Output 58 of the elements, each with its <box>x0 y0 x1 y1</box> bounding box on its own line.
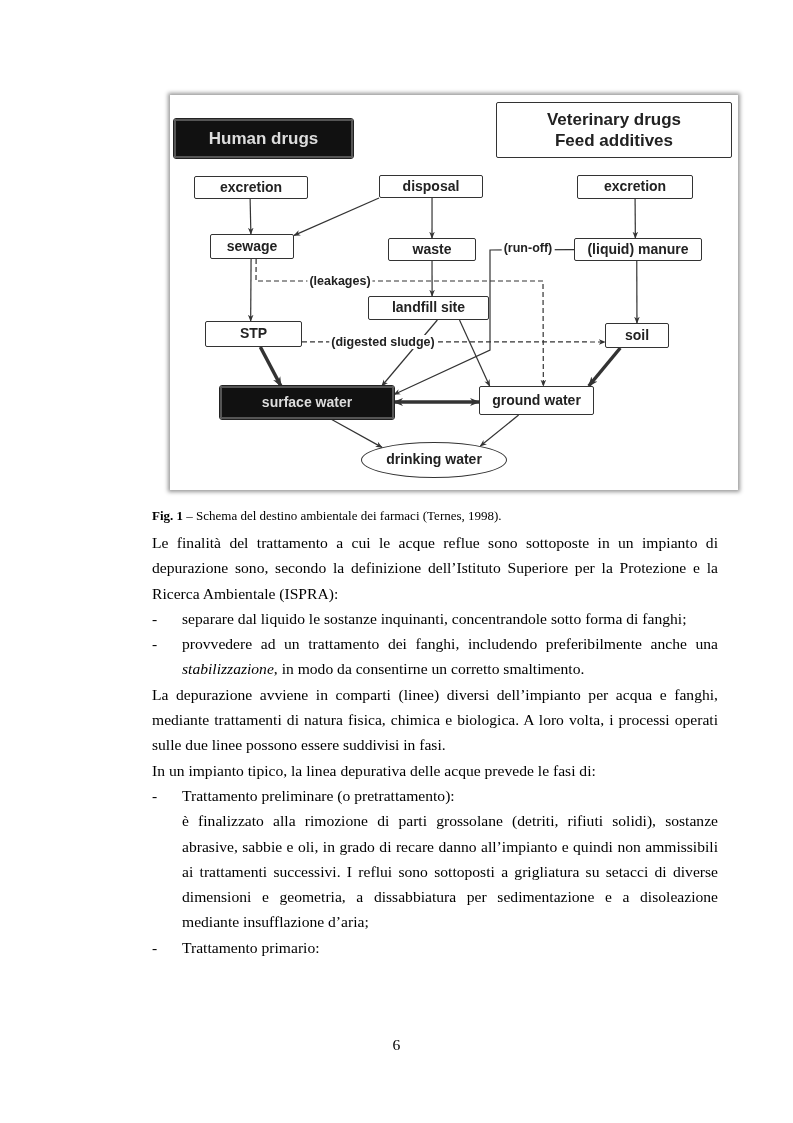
arrow <box>429 197 435 239</box>
list-bullet: - <box>152 634 159 655</box>
node-label: Veterinary drugs <box>546 108 682 130</box>
flow-box <box>210 234 294 259</box>
arrow <box>587 346 622 388</box>
arrow <box>330 418 383 448</box>
flow-box <box>379 175 483 198</box>
paragraph: Le finalità del trattamento a cui le acque reflue sono sottoposte in un impianto di depurazione sono, secondo la definizione dell’Istituto Superiore per la Protezione e la Ricerca Ambientale (ISPRA): <box>152 533 718 604</box>
figure-caption: Fig. 1 – Schema del destino ambientale dei farmaci (Ternes, 1998). <box>152 508 502 524</box>
node-label: excretion <box>603 178 667 196</box>
list-item: separare dal liquido le sostanze inquinanti, concentrandole sotto forma di fanghi; <box>182 608 688 629</box>
node-label: ground water <box>492 391 581 410</box>
list-item: Trattamento preliminare (o pretrattamento): <box>182 785 456 806</box>
flow-box <box>388 238 476 261</box>
arrow <box>247 198 254 235</box>
arrow <box>479 414 520 447</box>
node-label: waste <box>412 240 452 259</box>
node-label: excretion <box>219 178 283 197</box>
arrow <box>429 260 435 297</box>
list-bullet: - <box>152 937 159 958</box>
flow-box <box>220 386 394 419</box>
paragraph: è finalizzato alla rimozione di parti grossolane (detriti, rifiuti solidi), sostanze abrasive, sabbie e oli, in grado di recare danno all’impianto e quindi non ammissibili ai trattamenti successivi. I reflui sono sottoposti a grigliatura su setacci di diverse dimensioni e geometria, a dissabbiatura per sedimentazione e a disoleazione mediante insufflazione d’aria; <box>181 811 718 933</box>
node-label: drinking water <box>386 451 482 469</box>
list-item: provvedere ad un trattamento dei fanghi, includendo preferibilmente anche una stabilizzazione, in modo da consentirne un corretto smaltimento. <box>182 634 718 680</box>
node-label: landfill site <box>391 299 466 317</box>
flow-box <box>205 321 302 347</box>
paragraph: La depurazione avviene in comparti (linee) diversi dell’impianto per acqua e fanghi, mediante trattamenti di natura fisica, chimica e biologica. A loro volta, i processi operati sulle due linee possono essere suddivisi in fasi. <box>152 684 718 756</box>
flow-box <box>605 323 669 348</box>
node-label: Human drugs <box>208 127 319 150</box>
list-bullet: - <box>152 785 159 806</box>
list-bullet: - <box>152 608 159 629</box>
node-label: sewage <box>226 237 278 256</box>
category-box <box>496 102 732 158</box>
category-box <box>174 119 353 158</box>
flow-box <box>194 176 308 199</box>
arrow <box>393 397 480 406</box>
edge-label: (leakages) <box>307 274 373 288</box>
node-label: surface water <box>261 393 353 412</box>
arrow <box>258 346 283 387</box>
arrow <box>634 260 640 324</box>
arrow <box>632 198 639 239</box>
arrow <box>293 197 380 236</box>
node-label: disposal <box>402 177 460 196</box>
page-number: 6 <box>391 1036 402 1054</box>
edge-label: (digested sludge) <box>329 335 437 349</box>
node-label: Feed additives <box>554 130 674 152</box>
node-label: STP <box>239 325 268 343</box>
flow-box <box>574 238 702 261</box>
edge-label: (run-off) <box>501 241 555 255</box>
arrow <box>247 258 254 322</box>
node-label: soil <box>624 326 650 345</box>
flow-box <box>577 175 693 199</box>
list-item: Trattamento primario: <box>182 937 321 958</box>
flow-box <box>368 296 489 320</box>
node-label: (liquid) manure <box>587 240 689 259</box>
arrow <box>458 319 491 387</box>
flow-box <box>479 386 594 415</box>
paragraph: In un impianto tipico, la linea depurativa delle acque prevede le fasi di: <box>152 760 597 781</box>
